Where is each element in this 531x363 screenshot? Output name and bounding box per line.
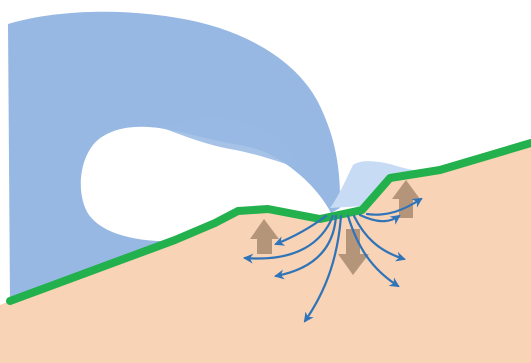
diagram-svg	[0, 0, 531, 363]
wave-impact-diagram	[0, 0, 531, 363]
